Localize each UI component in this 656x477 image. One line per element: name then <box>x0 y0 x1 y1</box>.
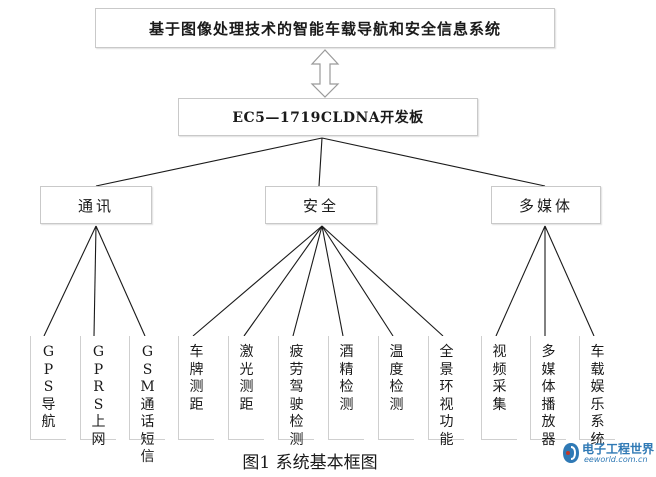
leaf-box-panoramic-view: 全景环视功能 <box>428 336 464 448</box>
system-title-box: 基于图像处理技术的智能车载导航和安全信息系统 <box>95 8 555 48</box>
leaf-label: 多媒体播放器 <box>541 344 556 448</box>
eeworld-logo-icon <box>563 443 579 463</box>
dev-board-box: EC5—1719CLDNA开发板 <box>178 98 478 136</box>
leaf-label: 温度检测 <box>389 344 404 413</box>
leaf-box-gps: GPS导航 <box>30 336 66 440</box>
leaf-label: GSM通话短信 <box>140 344 155 465</box>
leaf-label: 酒精检测 <box>339 344 354 413</box>
figure-caption: 图1 系统基本框图 <box>242 453 378 473</box>
double-arrow <box>310 49 340 98</box>
leaf-box-gprs: GPRS上网 <box>80 336 116 448</box>
category-box-safety: 安全 <box>265 186 377 224</box>
leaf-box-plate-ranging: 车牌测距 <box>178 336 214 440</box>
category-box-multimedia: 多媒体 <box>491 186 601 224</box>
leaf-box-gsm: GSM通话短信 <box>129 336 165 465</box>
branch-line-media <box>321 137 546 187</box>
branch-line-comm <box>95 137 323 187</box>
watermark-url: eeworld.com.cn <box>584 455 648 464</box>
leaf-label: 疲劳驾驶检测 <box>289 344 304 448</box>
leaf-box-video-capture: 视频采集 <box>481 336 517 440</box>
leaf-box-alcohol-detection: 酒精检测 <box>328 336 364 440</box>
category-label: 多媒体 <box>518 196 573 215</box>
leaf-label: 激光测距 <box>239 344 254 413</box>
branch-line-safety <box>318 137 323 187</box>
leaf-label: GPRS上网 <box>91 344 106 448</box>
category-box-communication: 通讯 <box>40 186 152 224</box>
leaf-box-temperature-detection: 温度检测 <box>378 336 414 440</box>
dev-board-label: EC5—1719CLDNA开发板 <box>232 110 424 126</box>
category-label: 通讯 <box>77 196 114 215</box>
leaf-box-media-player: 多媒体播放器 <box>530 336 566 448</box>
leaf-box-laser-ranging: 激光测距 <box>228 336 264 440</box>
leaf-label: GPS导航 <box>41 344 56 430</box>
watermark-title: 电子工程世界 <box>582 442 655 456</box>
eeworld-watermark: 电子工程世界 eeworld.com.cn <box>562 440 654 470</box>
leaf-label: 视频采集 <box>492 344 507 413</box>
leaf-label: 全景环视功能 <box>439 344 454 448</box>
leaf-label: 车牌测距 <box>189 344 204 413</box>
system-title: 基于图像处理技术的智能车载导航和安全信息系统 <box>148 19 501 38</box>
leaf-box-fatigue-detection: 疲劳驾驶检测 <box>278 336 314 448</box>
leaf-label: 车载娱乐系统 <box>590 344 605 448</box>
leaf-box-car-entertainment: 车载娱乐系统 <box>579 336 615 448</box>
category-label: 安全 <box>302 196 339 215</box>
